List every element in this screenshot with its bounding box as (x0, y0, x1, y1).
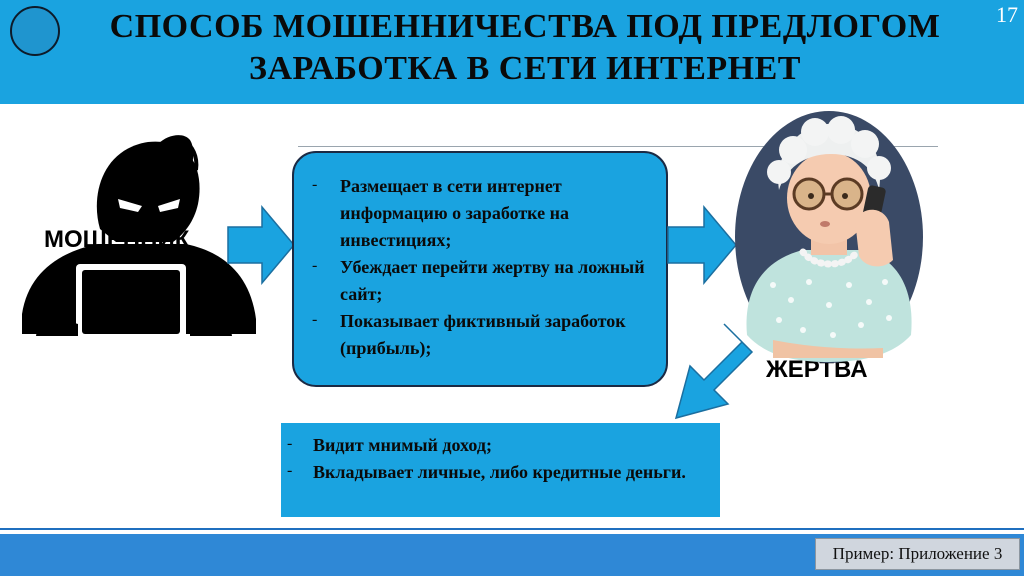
hacker-silhouette-icon (22, 135, 256, 340)
arrow-right-icon (667, 205, 737, 285)
title-line-2: ЗАРАБОТКА В СЕТИ ИНТЕРНЕТ (249, 50, 801, 87)
list-item: Размещает в сети интернет информацию о з… (312, 171, 656, 254)
footer-divider (0, 528, 1024, 530)
list-item: Убеждает перейти жертву на ложный сайт; (312, 252, 656, 308)
title-line-1: СПОСОБ МОШЕННИЧЕСТВА ПОД ПРЕДЛОГОМ (109, 8, 941, 45)
slide-title: СПОСОБ МОШЕННИЧЕСТВА ПОД ПРЕДЛОГОМ ЗАРАБ… (30, 6, 1020, 90)
footer-note: Пример: Приложение 3 (815, 538, 1020, 570)
divider-line (298, 146, 938, 147)
list-item: Видит мнимый доход; (285, 430, 712, 459)
header-circle-decoration (10, 6, 60, 56)
arrow-down-left-icon (674, 323, 754, 420)
fraud-steps-box: Размещает в сети интернет информацию о з… (292, 151, 668, 387)
list-item: Вкладывает личные, либо кредитные деньги… (285, 457, 712, 486)
slide-number: 17 (996, 2, 1018, 27)
elderly-woman-phone-icon (735, 111, 923, 363)
arrow-right-icon (227, 205, 295, 285)
victim-consequences-list: Видит мнимый доход; Вкладывает личные, л… (281, 423, 720, 486)
victim-consequences-box: Видит мнимый доход; Вкладывает личные, л… (281, 423, 720, 517)
fraud-steps-list: Размещает в сети интернет информацию о з… (294, 153, 666, 362)
slide-header: СПОСОБ МОШЕННИЧЕСТВА ПОД ПРЕДЛОГОМ ЗАРАБ… (0, 0, 1024, 104)
list-item: Показывает фиктивный заработок (прибыль)… (312, 306, 656, 362)
